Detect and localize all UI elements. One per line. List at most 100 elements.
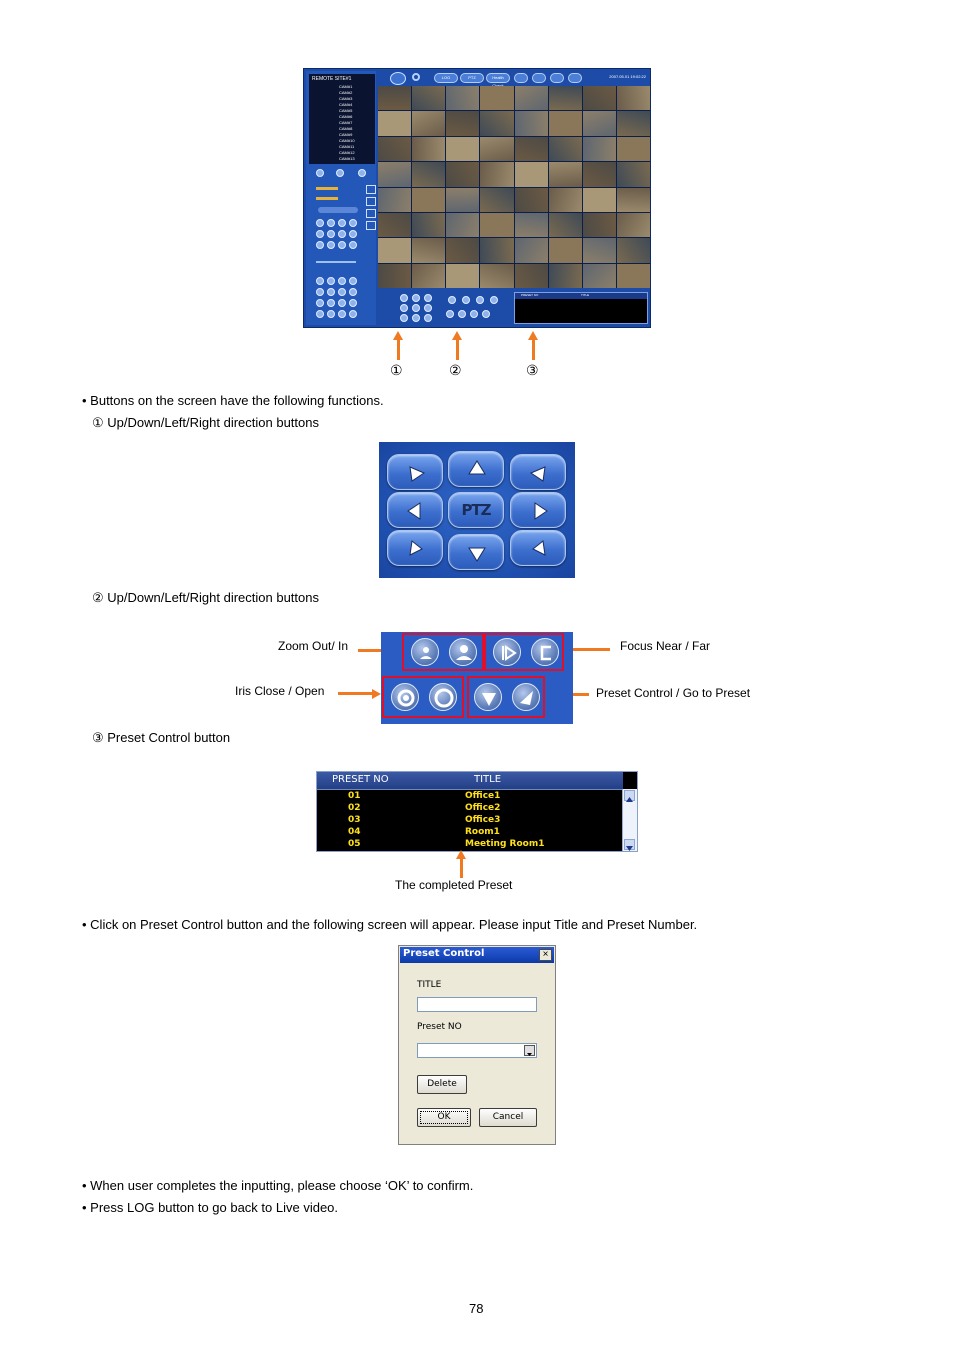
camera-view[interactable] — [548, 263, 582, 288]
power-icon[interactable] — [316, 169, 324, 177]
tab-health-check[interactable]: Health Check — [486, 73, 510, 88]
camera-view[interactable] — [582, 86, 616, 111]
down-button[interactable] — [448, 534, 504, 570]
camera-view[interactable] — [616, 187, 650, 212]
camera-view[interactable] — [582, 263, 616, 288]
camera-view[interactable] — [378, 263, 412, 288]
ptz-mini-button[interactable] — [400, 304, 408, 312]
camera-view[interactable] — [616, 86, 650, 111]
camera-view[interactable] — [548, 111, 582, 136]
keypad-button[interactable] — [349, 230, 357, 238]
camera-tree-item[interactable]: CAM#1 — [339, 84, 353, 89]
camera-view[interactable] — [480, 86, 514, 111]
toolbar-button[interactable] — [550, 73, 564, 83]
right-button[interactable] — [510, 492, 566, 528]
up-right-button[interactable] — [510, 454, 566, 490]
camera-view[interactable] — [378, 212, 412, 238]
keypad-button[interactable] — [327, 219, 335, 227]
camera-tree-item[interactable]: CAM#8 — [339, 126, 353, 131]
keypad-button[interactable] — [338, 299, 346, 307]
record-bar[interactable] — [318, 207, 358, 213]
eye-icon[interactable] — [390, 72, 406, 85]
camera-view[interactable] — [514, 111, 548, 136]
power-icon[interactable] — [336, 169, 344, 177]
keypad-button[interactable] — [338, 310, 346, 318]
ok-button[interactable]: OK — [417, 1108, 471, 1127]
camera-tree-item[interactable]: CAM#4 — [339, 102, 353, 107]
layout-4-icon[interactable] — [366, 197, 376, 206]
ptz-mini-button[interactable] — [400, 294, 408, 302]
camera-view[interactable] — [514, 187, 548, 212]
camera-view[interactable] — [548, 162, 582, 187]
camera-view[interactable] — [480, 212, 514, 238]
focus-far-button[interactable] — [531, 638, 559, 666]
camera-view[interactable] — [514, 238, 548, 263]
camera-view[interactable] — [480, 187, 514, 212]
scroll-down-icon[interactable] — [624, 839, 635, 851]
ptz-mini-button[interactable] — [490, 296, 498, 304]
camera-view[interactable] — [378, 238, 412, 263]
go-to-preset-button[interactable] — [512, 683, 540, 711]
camera-view[interactable] — [480, 263, 514, 288]
keypad-button[interactable] — [338, 230, 346, 238]
camera-view[interactable] — [412, 111, 446, 136]
toolbar-button[interactable] — [532, 73, 546, 83]
layout-16-icon[interactable] — [366, 221, 376, 230]
up-button[interactable] — [448, 451, 504, 487]
keypad-button[interactable] — [316, 288, 324, 296]
camera-view[interactable] — [378, 86, 412, 111]
camera-view[interactable] — [412, 238, 446, 263]
camera-tree-item[interactable]: CAM#12 — [339, 150, 355, 155]
focus-near-button[interactable] — [493, 638, 521, 666]
camera-view[interactable] — [582, 187, 616, 212]
camera-view[interactable] — [514, 86, 548, 111]
keypad-button[interactable] — [338, 277, 346, 285]
tab-ptz[interactable]: PTZ — [460, 73, 484, 83]
volume-slider[interactable] — [316, 261, 356, 263]
camera-view[interactable] — [616, 263, 650, 288]
ptz-mini-button[interactable] — [412, 314, 420, 322]
keypad-button[interactable] — [327, 299, 335, 307]
camera-tree-item[interactable]: CAM#10 — [339, 138, 355, 143]
down-right-button[interactable] — [510, 530, 566, 566]
camera-tree-item[interactable]: CAM#7 — [339, 120, 353, 125]
delete-button[interactable]: Delete — [417, 1075, 467, 1094]
ptz-mini-button[interactable] — [446, 310, 454, 318]
camera-view[interactable] — [548, 187, 582, 212]
keypad-button[interactable] — [316, 230, 324, 238]
toolbar-button[interactable] — [568, 73, 582, 83]
preset-no-select[interactable] — [417, 1043, 537, 1058]
camera-tree-item[interactable]: CAM#11 — [339, 144, 355, 149]
camera-view[interactable] — [616, 136, 650, 162]
keypad-button[interactable] — [316, 219, 324, 227]
keypad-button[interactable] — [338, 241, 346, 249]
camera-view[interactable] — [582, 212, 616, 238]
zoom-in-button[interactable] — [449, 638, 477, 666]
ptz-center-button[interactable]: PTZ — [448, 492, 504, 528]
ptz-mini-button[interactable] — [424, 314, 432, 322]
ptz-mini-button[interactable] — [424, 304, 432, 312]
camera-view[interactable] — [412, 212, 446, 238]
keypad-button[interactable] — [349, 299, 357, 307]
up-left-button[interactable] — [387, 454, 443, 490]
ptz-mini-button[interactable] — [476, 296, 484, 304]
ptz-mini-button[interactable] — [470, 310, 478, 318]
keypad-button[interactable] — [327, 230, 335, 238]
ptz-mini-button[interactable] — [424, 294, 432, 302]
camera-view[interactable] — [378, 162, 412, 187]
camera-view[interactable] — [616, 111, 650, 136]
ptz-mini-button[interactable] — [482, 310, 490, 318]
keypad-button[interactable] — [349, 277, 357, 285]
camera-view[interactable] — [446, 111, 480, 136]
preset-scrollbar[interactable] — [622, 789, 637, 851]
cancel-button[interactable]: Cancel — [479, 1108, 537, 1127]
keypad-button[interactable] — [349, 219, 357, 227]
ptz-mini-button[interactable] — [412, 294, 420, 302]
layout-9-icon[interactable] — [366, 209, 376, 218]
keypad-button[interactable] — [316, 310, 324, 318]
